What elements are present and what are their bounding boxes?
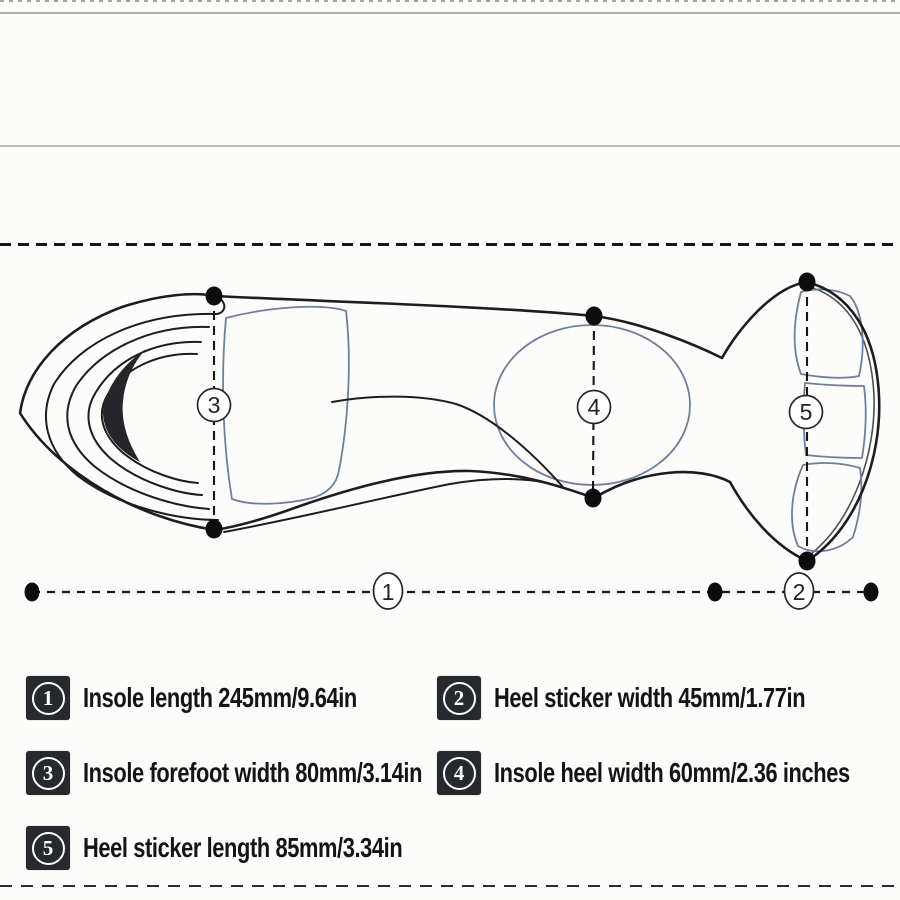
legend-1-number-badge: 1: [31, 681, 65, 715]
measurement-4: 4: [576, 306, 612, 508]
insole-pad-lines: [222, 305, 691, 505]
measure-5-number: 5: [800, 399, 813, 425]
legend-5-number-badge: 5: [31, 831, 65, 865]
measure-1-badge: [372, 572, 404, 610]
legend-3-text: Insole forefoot width 80mm/3.14in: [83, 757, 423, 788]
measure-2-badge: [783, 572, 815, 610]
measure-4-dot-top: [585, 306, 603, 326]
legend-5-text: Heel sticker length 85mm/3.34in: [83, 832, 403, 863]
insole-outline: [18, 280, 881, 563]
legend-1-square: 1: [26, 676, 70, 720]
measure-1-dot-left: [24, 582, 40, 602]
legend-5-square: 5: [26, 826, 70, 870]
toe-accent-wedge: [103, 349, 146, 462]
toe-line-1: [45, 312, 219, 521]
legend-4-number-badge: 4: [442, 756, 476, 790]
insole-bottom-edge-line: [223, 477, 559, 533]
measurement-5: 5: [788, 272, 824, 571]
legend-1-text: Insole length 245mm/9.64in: [83, 682, 357, 713]
measure-5-dot-bottom: [798, 551, 816, 571]
heel-sticker-bottom-compartment: [791, 462, 863, 553]
legend-item-2: 2 Heel sticker width 45mm/1.77in: [437, 676, 893, 720]
legend-item-5: 5 Heel sticker length 85mm/3.34in: [26, 826, 492, 870]
legend-item-3: 3 Insole forefoot width 80mm/3.14in: [26, 751, 518, 795]
measure-5-badge: [788, 394, 824, 430]
measure-3-dot-top: [205, 286, 223, 306]
heel-sticker-mid-compartment: [802, 382, 867, 459]
measurement-1-2: 1 2: [24, 572, 879, 610]
measure-2-dot-right: [863, 582, 879, 602]
divider-line-top-2: [0, 145, 900, 147]
legend-2-text: Heel sticker width 45mm/1.77in: [494, 682, 806, 713]
toe-line-4: [100, 352, 199, 484]
legend-4-square: 4: [437, 751, 481, 795]
arch-seam-line: [331, 395, 564, 488]
section-divider-dashed: [0, 243, 900, 246]
measurement-3: 3: [196, 286, 232, 539]
measure-3-badge: [196, 387, 232, 423]
legend-4-text: Insole heel width 60mm/2.36 inches: [494, 757, 850, 788]
measure-1-number: 1: [382, 579, 395, 605]
bottom-divider-dashed: [0, 885, 900, 887]
insole-outline-group: [18, 280, 881, 563]
heel-sticker-inner-edge: [810, 287, 875, 555]
legend-2-number-badge: 2: [442, 681, 476, 715]
divider-line-top-1: [0, 12, 900, 14]
forefoot-pad-outline: [222, 305, 350, 505]
measure-2-number: 2: [793, 579, 806, 605]
toe-line-2: [66, 325, 210, 510]
measure-4-number: 4: [588, 394, 601, 420]
legend-item-4: 4 Insole heel width 60mm/2.36 inches: [437, 751, 900, 795]
legend-2-square: 2: [437, 676, 481, 720]
measure-4-dot-bottom: [584, 488, 602, 508]
legend-3-number-badge: 3: [31, 756, 65, 790]
top-dashed-edge: [0, 0, 900, 2]
measure-4-badge: [576, 389, 612, 425]
measure-1-2-dot-mid: [707, 582, 723, 602]
legend-3-square: 3: [26, 751, 70, 795]
measure-3-number: 3: [208, 392, 221, 418]
heel-sticker-top-compartment: [793, 288, 864, 379]
heel-sticker-details: [791, 287, 875, 555]
measure-5-dot-top: [798, 272, 816, 292]
measure-3-dot-bottom: [205, 519, 223, 539]
legend-item-1: 1 Insole length 245mm/9.64in: [26, 676, 434, 720]
